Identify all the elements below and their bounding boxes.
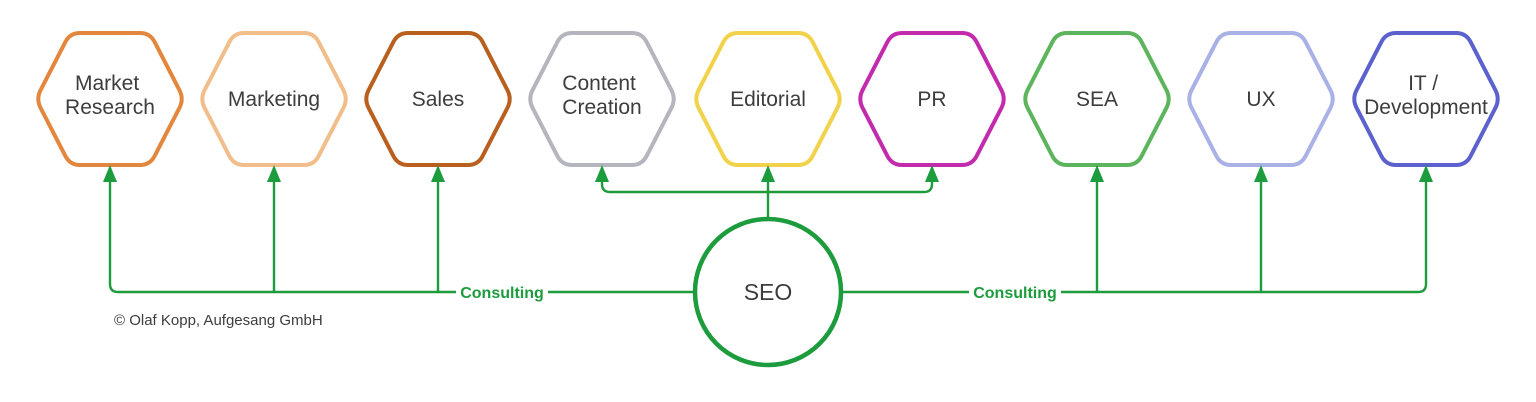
arrowheads bbox=[103, 165, 1433, 182]
node-content-creation: Content Creation bbox=[528, 31, 676, 167]
node-sales: Sales bbox=[364, 31, 512, 167]
consulting-left-label-bg bbox=[456, 283, 548, 301]
node-ux: UX bbox=[1187, 31, 1335, 167]
arrowhead-market-research bbox=[103, 165, 117, 182]
connector-left-main bbox=[108, 174, 697, 294]
arrowhead-content-creation bbox=[595, 165, 609, 182]
node-label: SEA bbox=[1076, 88, 1118, 111]
seo-label: SEO bbox=[744, 279, 793, 305]
node-marketing: Marketing bbox=[200, 31, 348, 167]
node-label: Marketing bbox=[228, 88, 320, 111]
connector-lines bbox=[108, 174, 1428, 294]
consulting-labels: Consulting Consulting bbox=[460, 285, 1057, 302]
connector-right-main bbox=[839, 174, 1428, 294]
node-label: UX bbox=[1246, 88, 1275, 111]
diagram-content: Market Research Marketing Sales Content … bbox=[36, 31, 1500, 368]
arrowhead-editorial bbox=[761, 165, 775, 182]
node-label: IT / Development bbox=[1364, 72, 1488, 119]
node-label: Content Creation bbox=[562, 72, 641, 119]
arrowhead-ux bbox=[1254, 165, 1268, 182]
node-editorial: Editorial bbox=[694, 31, 842, 167]
arrowhead-it-development bbox=[1419, 165, 1433, 182]
node-seo-center: SEO bbox=[692, 216, 844, 368]
arrowhead-sales bbox=[431, 165, 445, 182]
node-label: Editorial bbox=[730, 88, 806, 111]
node-label: Market Research bbox=[65, 72, 155, 119]
node-label: Sales bbox=[412, 88, 465, 111]
node-it-development: IT / Development bbox=[1352, 31, 1500, 167]
consulting-left-label: Consulting bbox=[460, 285, 544, 302]
node-label: PR bbox=[917, 88, 946, 111]
copyright-text: © Olaf Kopp, Aufgesang GmbH bbox=[114, 312, 323, 329]
arrowhead-sea bbox=[1090, 165, 1104, 182]
node-market-research: Market Research bbox=[36, 31, 184, 167]
consulting-right-label: Consulting bbox=[973, 285, 1057, 302]
node-pr: PR bbox=[858, 31, 1006, 167]
node-sea: SEA bbox=[1023, 31, 1171, 167]
arrowhead-marketing bbox=[267, 165, 281, 182]
consulting-right-label-bg bbox=[969, 283, 1061, 301]
arrowhead-pr bbox=[925, 165, 939, 182]
seo-circle-border bbox=[692, 216, 844, 368]
